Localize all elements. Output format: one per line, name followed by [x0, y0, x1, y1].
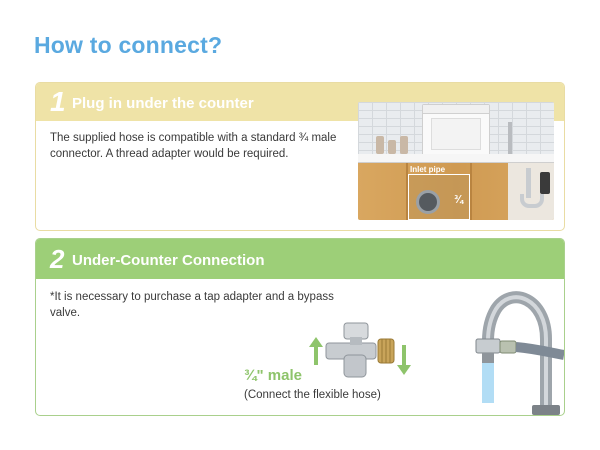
faucet-decor — [508, 122, 512, 154]
cabinet-divider — [470, 163, 472, 220]
step-1-card: 1 Plug in under the counter The supplied… — [35, 82, 565, 231]
cabinet-divider — [406, 163, 408, 220]
drain-trap — [520, 194, 544, 208]
male-connector-label: ¾" male — [244, 367, 302, 384]
step-2-description: *It is necessary to purchase a tap adapt… — [50, 291, 334, 319]
tap-adapter-image — [309, 322, 411, 378]
male-connector-note: (Connect the flexible hose) — [244, 389, 381, 401]
drain-pipe — [526, 168, 531, 198]
dishwasher-door — [431, 118, 481, 150]
countertop — [358, 154, 554, 163]
step-2-number: 2 — [50, 244, 65, 274]
faucet-image — [475, 291, 564, 415]
step-2-card: 2 Under-Counter Connection *It is necess… — [35, 238, 565, 416]
jar-decor — [388, 140, 396, 154]
dishwasher-image — [422, 104, 490, 156]
disposal-unit — [540, 172, 550, 194]
fraction-label: ¾ — [454, 194, 464, 206]
step-1-title: Plug in under the counter — [72, 95, 254, 112]
jar-decor — [376, 136, 384, 154]
inlet-pipe-label: Inlet pipe — [410, 165, 446, 174]
dishwasher-panel — [423, 105, 489, 114]
page-title: How to connect? — [34, 32, 223, 58]
step-2-title: Under-Counter Connection — [72, 252, 265, 269]
step-2-header: 2 Under-Counter Connection — [36, 239, 564, 279]
jar-decor — [400, 136, 408, 154]
step-1-description: The supplied hose is compatible with a s… — [50, 132, 337, 160]
step-1-number: 1 — [50, 86, 66, 117]
hose-end — [416, 190, 440, 214]
kitchen-photo: Inlet pipe ¾ — [358, 102, 554, 220]
